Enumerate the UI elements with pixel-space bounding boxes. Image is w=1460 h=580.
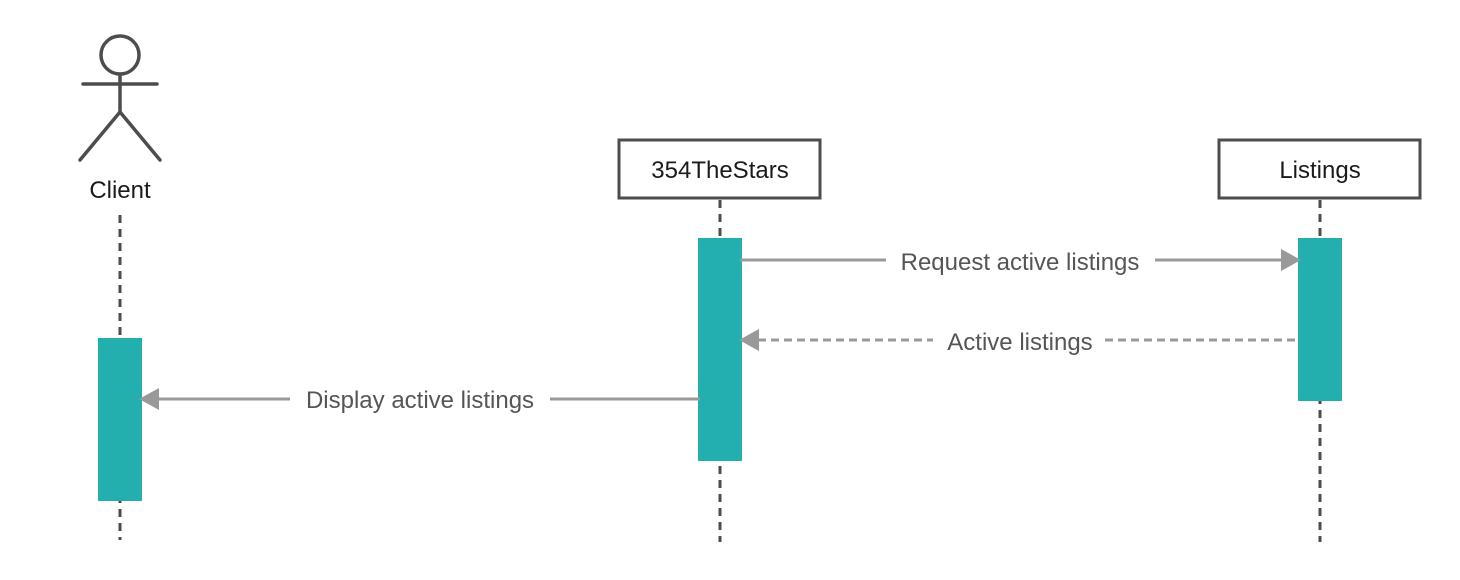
client-actor: Client [78,34,162,204]
listings-activation-bar [1298,238,1342,401]
client-label: Client [89,177,151,204]
reply-arrowhead-icon [739,329,759,351]
reply-message-label: Active listings [947,329,1092,356]
display-message: Display active listings [139,387,700,414]
system-participant: 354TheStars [617,138,822,200]
stick-figure-icon [78,34,162,162]
request-message-label: Request active listings [901,249,1140,276]
listings-box [1217,138,1422,200]
display-arrowhead-icon [139,388,159,410]
request-arrowhead-icon [1281,249,1301,271]
listings-participant: Listings [1217,138,1422,200]
system-activation-bar [698,238,742,461]
system-box [617,138,822,200]
listings-label: Listings [1279,157,1360,184]
reply-message: Active listings [739,329,1298,356]
display-message-label: Display active listings [306,387,534,414]
client-activation-bar [98,338,142,501]
system-label: 354TheStars [651,157,788,184]
request-message: Request active listings [740,249,1301,276]
